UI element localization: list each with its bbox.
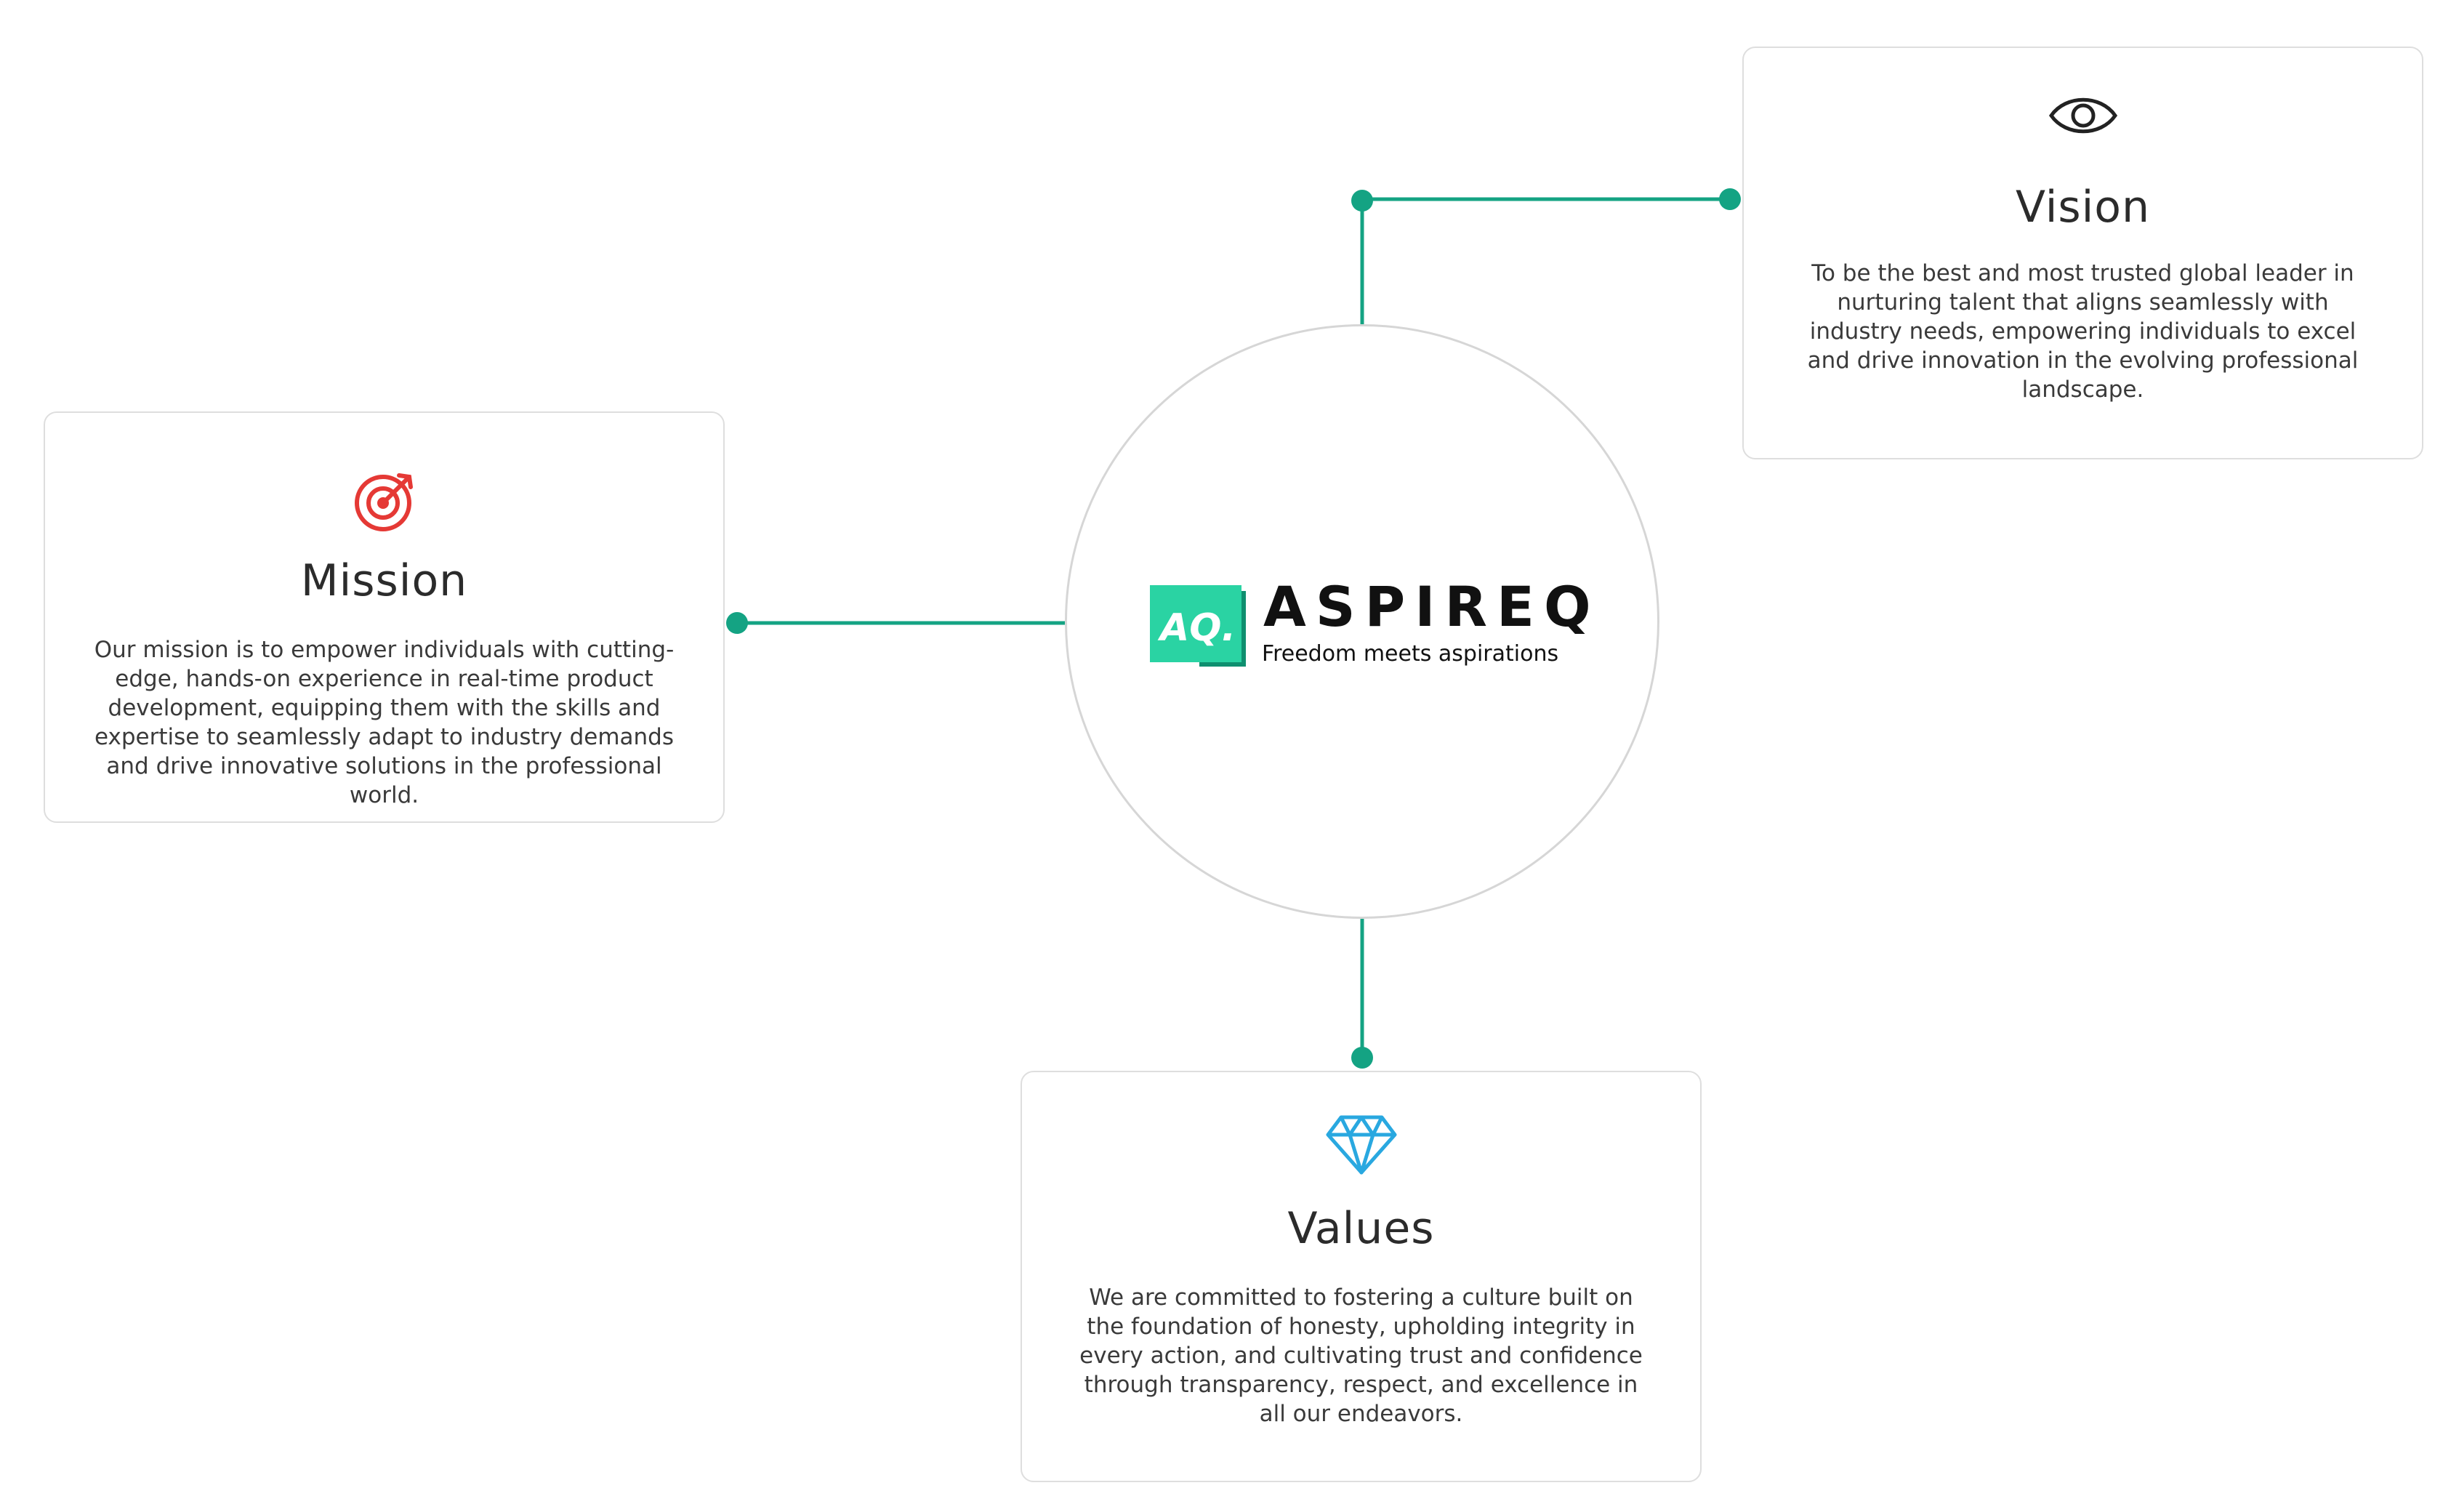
mission-card: Mission Our mission is to empower indivi…	[44, 411, 725, 823]
values-connector-dot	[1351, 1047, 1373, 1069]
brand-tagline: Freedom meets aspirations	[1262, 641, 1559, 667]
aspireq-logo-mark: AQ.	[1150, 585, 1246, 667]
vision-title: Vision	[2015, 182, 2151, 233]
logo-mark-text: AQ.	[1157, 606, 1236, 650]
vision-connector-end-dot	[1719, 188, 1741, 210]
eye-icon	[2048, 97, 2117, 134]
vision-card: Vision To be the best and most trusted g…	[1742, 47, 2423, 459]
mission-description: Our mission is to empower individuals wi…	[94, 637, 675, 808]
values-description: We are committed to fostering a culture …	[1079, 1284, 1643, 1427]
diamond-icon	[1326, 1115, 1396, 1175]
brand-name: ASPIREQ	[1263, 574, 1601, 639]
mission-connector-dot	[726, 612, 748, 634]
vision-connector-start-dot	[1351, 190, 1373, 212]
mission-title: Mission	[300, 555, 468, 606]
target-icon	[354, 473, 413, 531]
values-card: Values We are committed to fostering a c…	[1021, 1071, 1702, 1482]
values-title: Values	[1287, 1203, 1435, 1254]
vision-description: To be the best and most trusted global l…	[1807, 260, 2359, 403]
